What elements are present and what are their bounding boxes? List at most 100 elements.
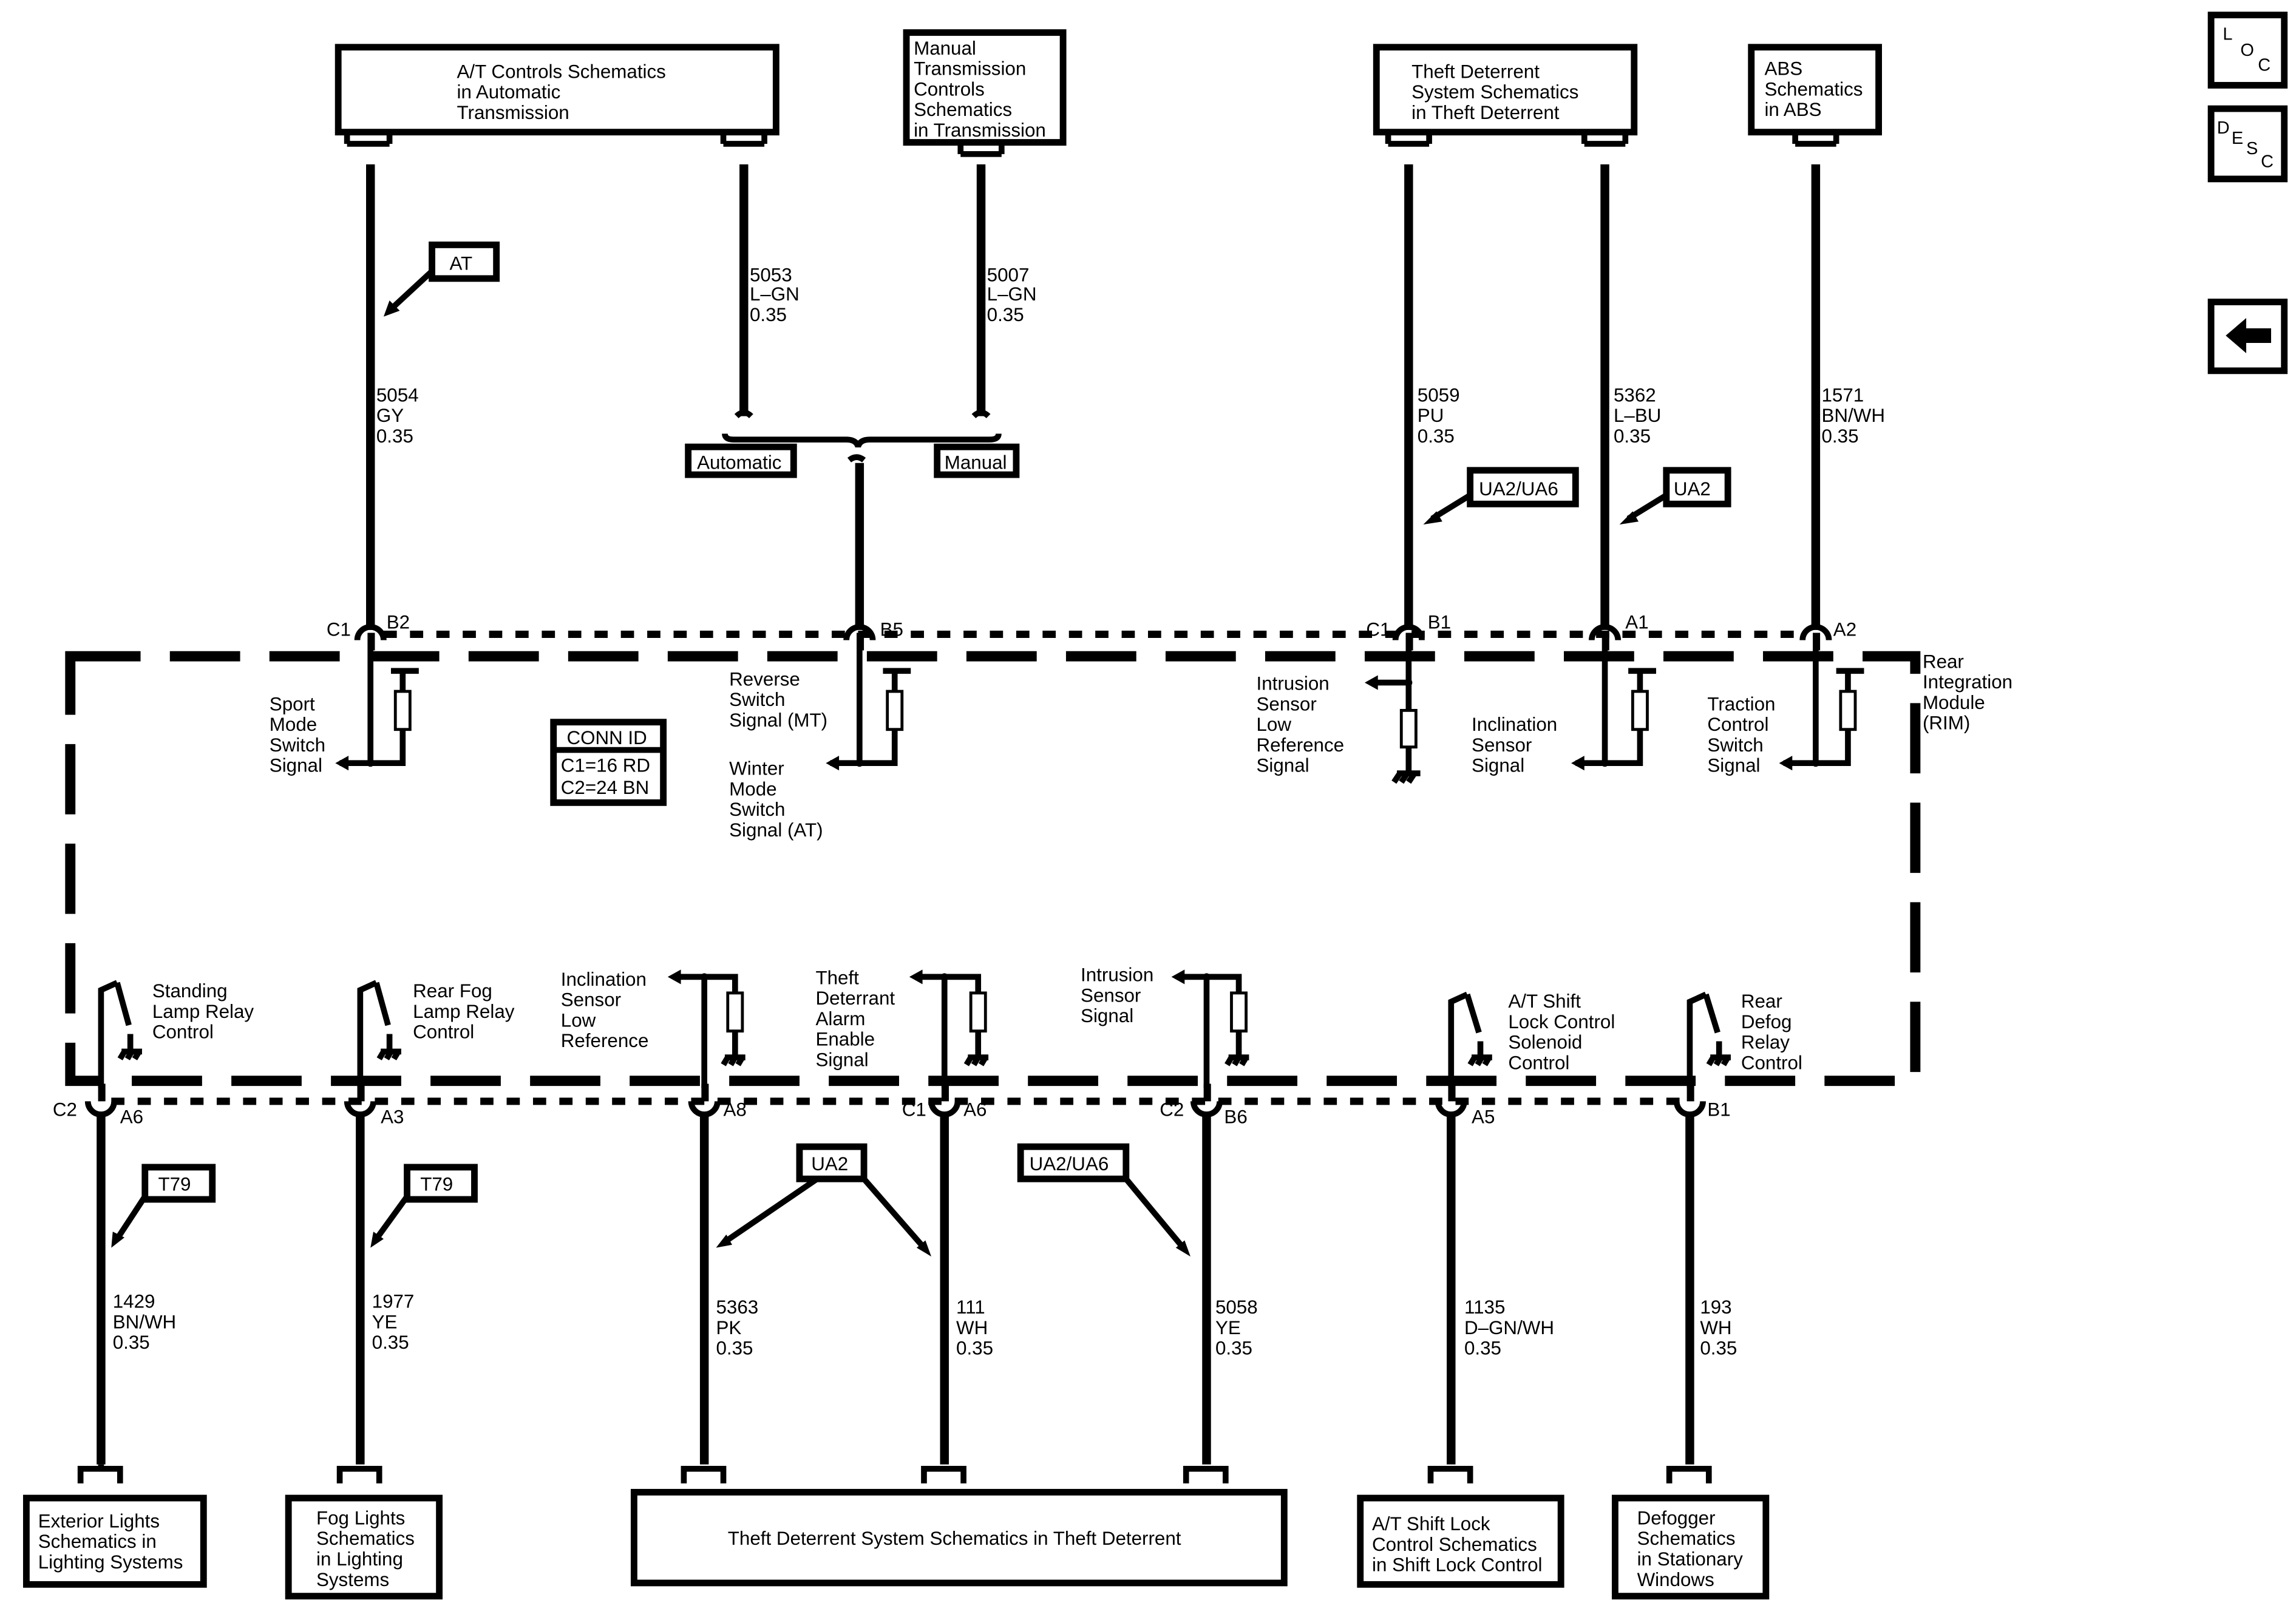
sig-standing-2: Lamp Relay bbox=[152, 1001, 254, 1022]
theft-bottom-line-1: Theft Deterrent System Schematics in The… bbox=[728, 1528, 1181, 1549]
shiftlock-line-2: Control Schematics bbox=[1372, 1534, 1537, 1555]
sig-theft-alarm-2: Deterrant bbox=[815, 988, 895, 1009]
wire-1571-num: 1571 bbox=[1822, 384, 1864, 405]
sig-incl-low-2: Sensor bbox=[561, 989, 621, 1011]
at-controls-box: A/T Controls Schematics in Automatic Tra… bbox=[335, 44, 779, 147]
loc-letter-o: O bbox=[2240, 41, 2254, 60]
rim-name-line-4: (RIM) bbox=[1923, 713, 1970, 734]
pin-b1-bottom: B1 bbox=[1707, 1099, 1730, 1120]
sig-winter-1: Winter bbox=[729, 758, 784, 779]
circuit-rear-defog-relay bbox=[1686, 991, 1731, 1088]
theft-deterrent-bottom-box: Theft Deterrent System Schematics in The… bbox=[630, 1465, 1288, 1587]
wire-1135-num: 1135 bbox=[1464, 1297, 1505, 1318]
wire-1571-size: 0.35 bbox=[1822, 425, 1859, 447]
wire-5058-size: 0.35 bbox=[1215, 1338, 1252, 1359]
defogger-line-2: Schematics bbox=[1637, 1528, 1736, 1549]
manual-line-2: Transmission bbox=[914, 58, 1026, 80]
sig-winter-4: Signal (AT) bbox=[729, 819, 823, 841]
option-tag-ua2-top: UA2 bbox=[1619, 467, 1731, 525]
wire-193-size: 0.35 bbox=[1700, 1338, 1737, 1359]
pin-a6-a: A6 bbox=[120, 1107, 143, 1128]
pin-a2: A2 bbox=[1833, 619, 1856, 640]
sig-intrusion-low-3: Low bbox=[1256, 714, 1291, 735]
sig-inclination-1: Inclination bbox=[1472, 714, 1557, 735]
wire-5053-num: 5053 bbox=[750, 265, 792, 286]
option-tag-ua2-bottom-label: UA2 bbox=[811, 1153, 848, 1175]
wire-5059-size: 0.35 bbox=[1418, 425, 1455, 447]
sig-inclination-2: Sensor bbox=[1472, 734, 1532, 756]
manual-trans-box: Manual Transmission Controls Schematics … bbox=[903, 29, 1067, 157]
pin-c2-a: C2 bbox=[53, 1099, 77, 1120]
manual-line-5: in Transmission bbox=[914, 120, 1046, 141]
circuit-inclination-signal bbox=[1571, 650, 1656, 771]
sig-theft-alarm-1: Theft bbox=[815, 967, 859, 988]
sig-rear-defog-4: Control bbox=[1741, 1052, 1802, 1073]
wire-111-size: 0.35 bbox=[956, 1338, 993, 1359]
wire-5059-color: PU bbox=[1418, 405, 1444, 426]
option-tag-at-label: AT bbox=[449, 253, 472, 274]
desc-letter-c: C bbox=[2261, 152, 2274, 172]
wire-5362-color: L–BU bbox=[1614, 405, 1661, 426]
wire-5053-color: L–GN bbox=[750, 283, 800, 305]
sig-rear-fog-3: Control bbox=[413, 1022, 474, 1043]
option-tag-t79-a: T79 bbox=[111, 1164, 216, 1248]
circuit-sport-mode bbox=[335, 650, 419, 771]
abs-line-3: in ABS bbox=[1764, 99, 1821, 120]
wire-1977-num: 1977 bbox=[372, 1290, 415, 1312]
wire-5007-num: 5007 bbox=[987, 265, 1030, 286]
wire-1135-color: D–GN/WH bbox=[1464, 1317, 1554, 1338]
circuit-rear-fog-lamp bbox=[357, 980, 401, 1088]
wire-5054-color: GY bbox=[376, 405, 404, 426]
sig-reverse-3: Signal (MT) bbox=[729, 710, 827, 731]
sig-shift-lock-2: Lock Control bbox=[1508, 1011, 1615, 1032]
at-controls-line-1: A/T Controls Schematics bbox=[457, 61, 666, 82]
circuit-standing-lamp bbox=[98, 980, 142, 1088]
sig-rear-defog-2: Defog bbox=[1741, 1011, 1792, 1032]
abs-line-2: Schematics bbox=[1764, 78, 1863, 100]
sig-sport-3: Switch bbox=[270, 734, 325, 756]
sig-traction-4: Signal bbox=[1707, 755, 1760, 776]
sig-rear-fog-2: Lamp Relay bbox=[413, 1001, 515, 1022]
wire-5054-size: 0.35 bbox=[376, 425, 413, 447]
option-tag-at: AT bbox=[383, 241, 500, 317]
sig-standing-1: Standing bbox=[152, 980, 228, 1002]
circuit-reverse-winter bbox=[826, 650, 911, 771]
wire-1977-color: YE bbox=[372, 1311, 398, 1332]
sig-shift-lock-1: A/T Shift bbox=[1508, 991, 1581, 1012]
pin-c1-top-2: C1 bbox=[1366, 619, 1390, 640]
wire-5059-num: 5059 bbox=[1418, 384, 1460, 405]
sig-incl-low-4: Reference bbox=[561, 1030, 649, 1051]
wire-5058-num: 5058 bbox=[1215, 1297, 1258, 1318]
wire-193-num: 193 bbox=[1700, 1297, 1731, 1318]
shift-lock-box: A/T Shift Lock Control Schematics in Shi… bbox=[1357, 1465, 1564, 1588]
wire-5054-num: 5054 bbox=[376, 384, 419, 405]
desc-button[interactable]: D E S C bbox=[2207, 105, 2288, 183]
sig-inclination-3: Signal bbox=[1472, 755, 1524, 776]
loc-letter-c: C bbox=[2258, 55, 2271, 75]
option-tag-ua2-bottom: UA2 bbox=[716, 1143, 932, 1257]
theft-deterrent-top-box: Theft Deterrent System Schematics in The… bbox=[1373, 44, 1638, 147]
wire-193-color: WH bbox=[1700, 1317, 1731, 1338]
sig-incl-low-3: Low bbox=[561, 1009, 596, 1031]
connector-top-b5 bbox=[843, 624, 876, 651]
pin-b1-top: B1 bbox=[1428, 611, 1451, 632]
pin-c1-bottom: C1 bbox=[902, 1099, 926, 1120]
manual-line-1: Manual bbox=[914, 38, 976, 59]
sig-theft-alarm-4: Enable bbox=[815, 1029, 875, 1050]
loc-button[interactable]: L O C bbox=[2207, 12, 2288, 89]
back-button[interactable] bbox=[2207, 299, 2288, 375]
option-tag-ua2-top-label: UA2 bbox=[1674, 478, 1711, 500]
rim-module-name: Rear Integration Module (RIM) bbox=[1923, 651, 2012, 733]
manual-selector: Manual bbox=[934, 443, 1020, 478]
desc-letter-s: S bbox=[2246, 139, 2258, 158]
abs-box: ABS Schematics in ABS bbox=[1748, 44, 1883, 147]
fog-line-4: Systems bbox=[316, 1569, 389, 1590]
manual-label: Manual bbox=[945, 452, 1007, 473]
sig-intrusion-3: Signal bbox=[1081, 1005, 1133, 1026]
pin-a3: A3 bbox=[381, 1107, 404, 1128]
sig-traction-2: Control bbox=[1707, 714, 1768, 735]
pin-a5: A5 bbox=[1472, 1107, 1495, 1128]
wire-5007-color: L–GN bbox=[987, 283, 1037, 305]
defogger-box: Defogger Schematics in Stationary Window… bbox=[1611, 1465, 1770, 1600]
